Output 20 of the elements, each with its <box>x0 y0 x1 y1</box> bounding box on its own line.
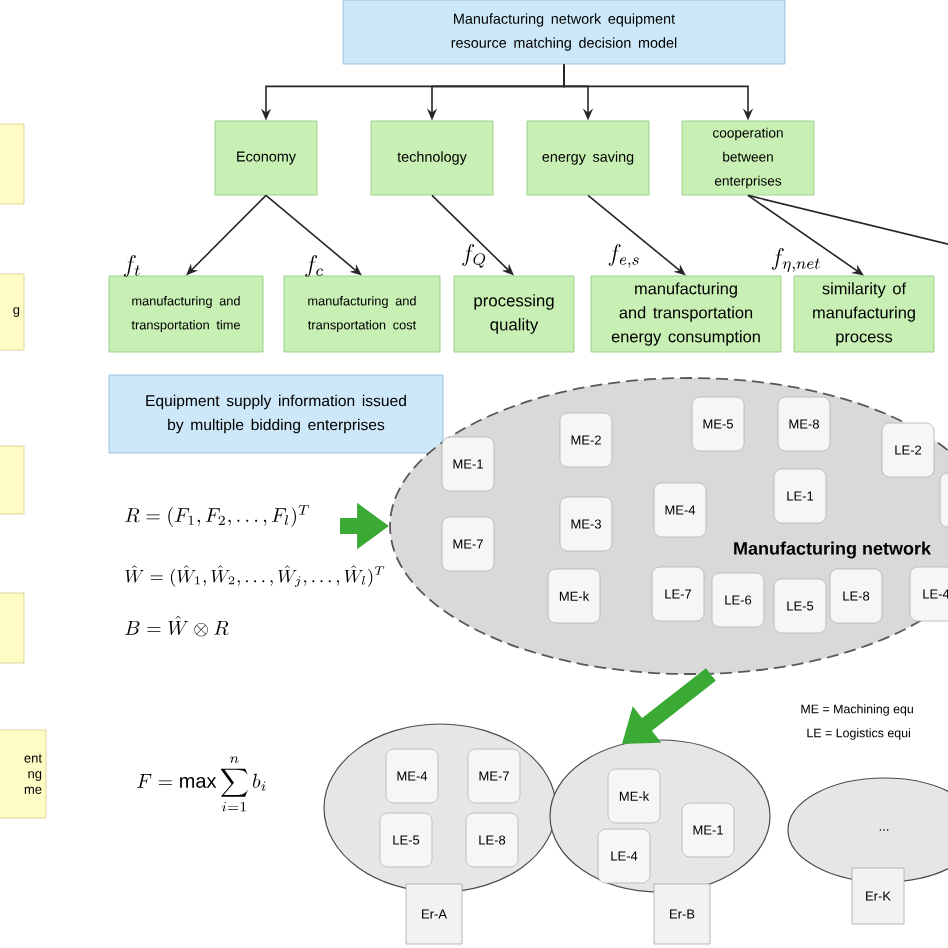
indicator-symbol: $f_Q$ <box>462 244 486 268</box>
note-box <box>0 592 25 664</box>
arrow <box>587 194 686 276</box>
formula: $B=\hat{W}\otimes R$ <box>125 615 229 637</box>
note-box <box>0 445 25 515</box>
formula: $R=(F_1,F_2,\ldots,F_l)^T$ <box>125 505 309 527</box>
arrow <box>747 194 864 276</box>
formula: $F=\max\sum_{i=1}^{n}b_i$ <box>137 756 266 812</box>
indicator-symbol: $f_c$ <box>305 255 323 277</box>
arrow <box>265 194 362 276</box>
indicator-box: processing quality <box>453 275 575 353</box>
indicator-symbol: $f_{\eta,net}$ <box>771 248 820 273</box>
line <box>747 194 948 249</box>
indicator-box: similarity of manufacturing process <box>793 275 935 353</box>
note-box <box>0 123 25 205</box>
indicator-symbol: $f_{e,s}$ <box>608 244 639 268</box>
indicator-box: manufacturing and transportation energy consumption <box>590 275 782 353</box>
indicator-symbol: $f_t$ <box>123 255 140 277</box>
equipment-box <box>939 472 948 528</box>
formula: $\hat{W}=(\hat{W}_1,\hat{W}_2,\ldots,\hat{W}_j,\ldots,\hat{W}_l)^T$ <box>125 565 385 587</box>
